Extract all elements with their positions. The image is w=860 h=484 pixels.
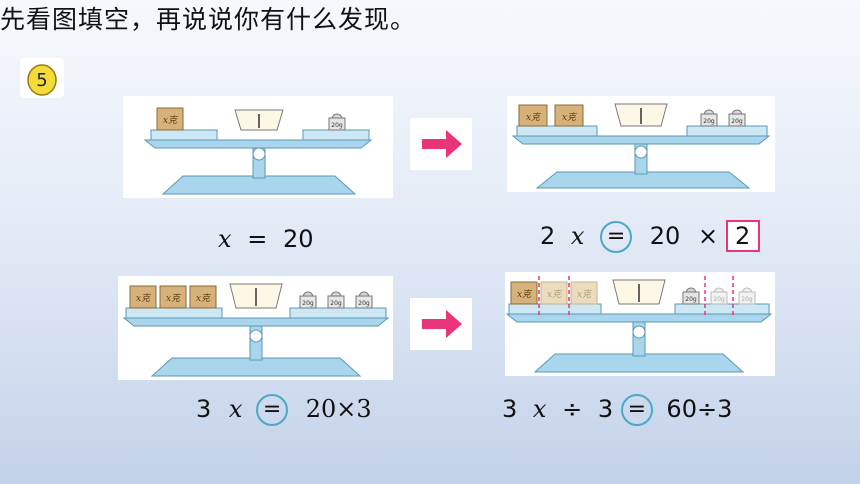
block-label: x克	[562, 112, 578, 123]
problem-number-badge: 5	[20, 58, 64, 98]
variable-x: x	[228, 395, 243, 423]
block-label: x克	[163, 115, 179, 126]
weight-label: 20g	[685, 296, 697, 303]
equation-3: 3 x = 20×3	[196, 394, 372, 426]
block-label: x克	[547, 289, 563, 300]
unknown-weight-block	[159, 285, 187, 309]
block-label: x克	[526, 112, 542, 123]
block-label: x克	[577, 289, 593, 300]
coefficient: 3	[196, 395, 212, 423]
unknown-weight-block	[129, 285, 157, 309]
gram-weight	[728, 113, 746, 127]
block-label: x克	[517, 289, 533, 300]
weight-label: 20g	[741, 296, 753, 303]
times-sign: ×	[697, 222, 719, 250]
gram-weight	[682, 291, 700, 305]
weight-label: 20g	[331, 122, 343, 129]
weight-label: 20g	[731, 118, 743, 125]
variable-x: x	[570, 222, 585, 250]
equation-rhs: 20	[282, 225, 314, 253]
divisor: 3	[597, 395, 614, 423]
balance-image-3: x克 x克 x克 20g 20g 20g	[118, 276, 393, 380]
weight-label: 20g	[358, 300, 370, 307]
gram-weight	[299, 295, 317, 309]
answer-box[interactable]: 2	[725, 220, 760, 252]
gram-weight	[355, 295, 373, 309]
gram-weight	[328, 117, 346, 131]
arrow-2	[410, 298, 472, 350]
equation-rhs: 20	[649, 222, 681, 250]
equation-4: 3 x ÷ 3 = 60÷3	[502, 394, 732, 426]
coefficient: 2	[540, 222, 556, 250]
equals-sign-circled: =	[256, 394, 289, 426]
block-label: x克	[196, 293, 212, 304]
equation-2: 2 x = 20 × 2	[540, 220, 760, 253]
block-label: x克	[136, 293, 152, 304]
variable-x: x	[532, 395, 547, 423]
right-arrow-icon	[422, 310, 462, 338]
unknown-weight-block	[554, 104, 584, 127]
faded-weight-block	[540, 281, 568, 305]
weight-label: 20g	[330, 300, 342, 307]
balance-image-4: x克 x克 x克 20g 20g 20g	[505, 272, 775, 376]
right-arrow-icon	[422, 130, 462, 158]
unknown-weight-block	[189, 285, 217, 309]
gram-weight	[700, 113, 718, 127]
block-label: x克	[166, 293, 182, 304]
arrow-1	[410, 118, 472, 170]
weight-label: 20g	[713, 296, 725, 303]
equation-rhs: 60÷3	[666, 395, 733, 423]
coefficient: 3	[502, 395, 518, 423]
equation-1: x = 20	[218, 224, 313, 254]
unknown-weight-block	[156, 107, 184, 131]
balance-image-1: x克 20g	[123, 96, 393, 198]
unknown-weight-block	[518, 104, 548, 127]
gram-weight	[327, 295, 345, 309]
weight-label: 20g	[302, 300, 314, 307]
instruction-text: 先看图填空，再说说你有什么发现。	[0, 5, 417, 34]
divide-sign: ÷	[562, 395, 583, 423]
variable-x: x	[218, 225, 232, 253]
balance-image-2: x克 x克 20g 20g	[507, 96, 775, 192]
equals-sign: =	[247, 225, 268, 253]
equals-sign-circled: =	[600, 221, 633, 253]
faded-gram-weight	[738, 291, 756, 305]
unknown-weight-block	[510, 281, 538, 305]
equals-sign-circled: =	[620, 394, 653, 426]
problem-number: 5	[36, 70, 47, 91]
weight-label: 20g	[703, 118, 715, 125]
faded-gram-weight	[710, 291, 728, 305]
equation-rhs: 20×3	[305, 395, 372, 423]
faded-weight-block	[570, 281, 598, 305]
